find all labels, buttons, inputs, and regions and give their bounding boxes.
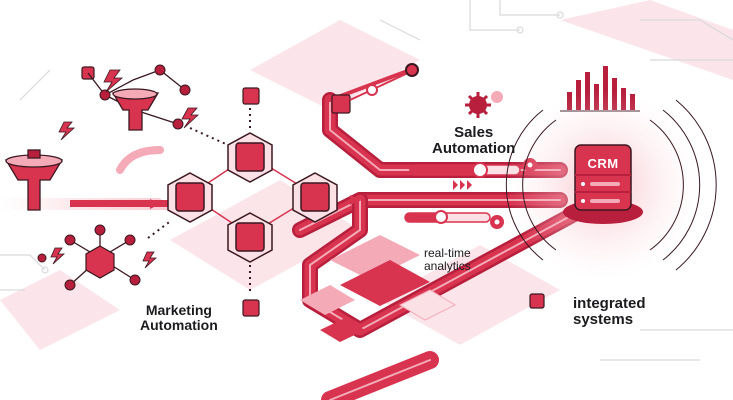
sales-funnel-icon <box>4 88 160 211</box>
lightning-bolt-icon <box>50 69 200 269</box>
crm-label: CRM <box>587 156 619 171</box>
hexagon-cube-icon <box>167 132 338 263</box>
floor-tiles <box>300 235 457 342</box>
flow-arrows <box>150 180 472 209</box>
network-cube <box>85 245 115 279</box>
top-path <box>349 63 419 101</box>
marketing-automation-label: Marketing Automation <box>140 302 218 333</box>
small-cubes <box>81 66 545 317</box>
sales-automation-label: Sales Automation <box>432 124 516 157</box>
network-nodes <box>37 64 191 291</box>
circuit-lines <box>0 0 733 361</box>
progress-bar-icon <box>404 162 521 224</box>
realtime-analytics-label: real-time analytics <box>424 246 471 273</box>
server-stack-icon <box>563 144 643 224</box>
integrated-systems-label: integrated systems <box>573 295 646 328</box>
gear-teeth <box>465 92 491 118</box>
input-beams <box>0 146 175 210</box>
dotted-connectors <box>147 108 251 292</box>
